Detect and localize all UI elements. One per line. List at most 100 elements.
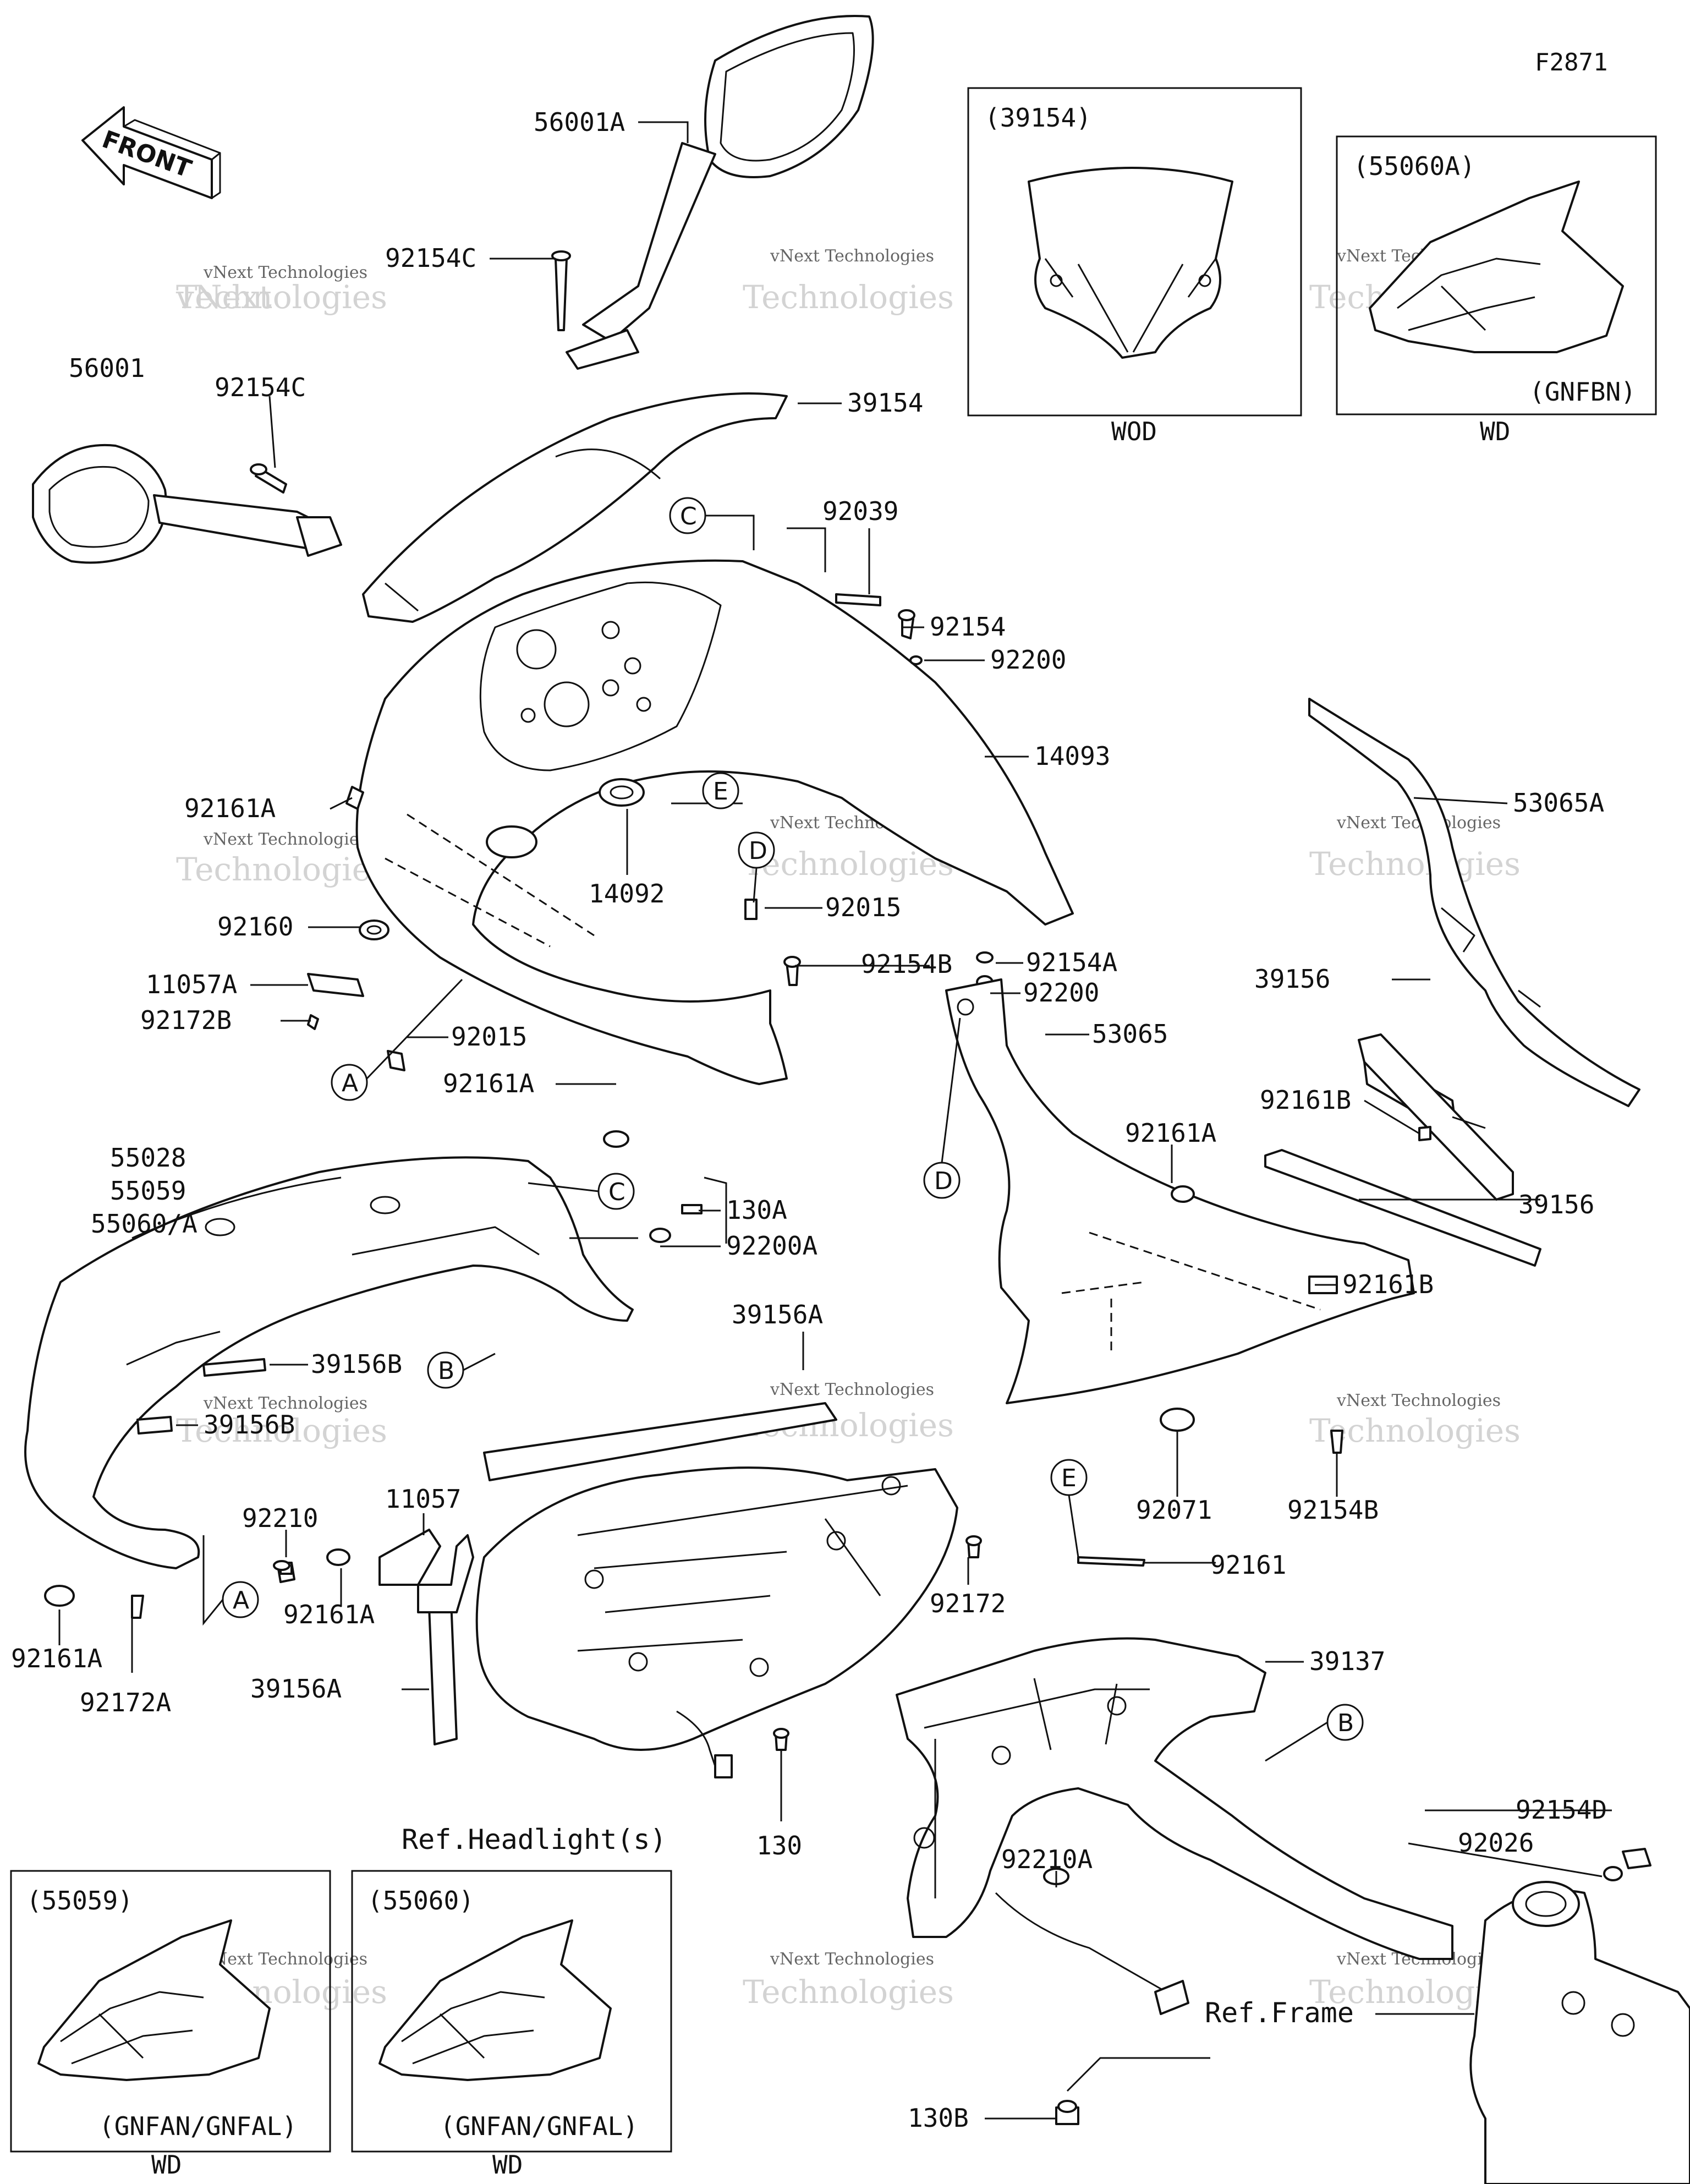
callout-B: B xyxy=(1337,1709,1354,1737)
inset-bottom-label: WOD xyxy=(1111,417,1157,446)
label-11057A: 11057A xyxy=(146,970,237,999)
seal-strips-39156A xyxy=(428,1402,837,1745)
label-130B: 130B xyxy=(908,2103,969,2133)
callout-E: E xyxy=(1061,1464,1077,1492)
label-92154D: 92154D xyxy=(1516,1795,1607,1825)
label-92172A: 92172A xyxy=(80,1688,171,1717)
frame-ref xyxy=(1469,1848,1690,2184)
grommet-14092 xyxy=(486,778,645,858)
leader-lines xyxy=(58,121,1612,2120)
label-92161A: 92161A xyxy=(11,1644,102,1673)
frame-bracket-39137 xyxy=(896,1556,1453,2125)
watermark: Technologies xyxy=(176,1412,387,1449)
label-92210: 92210 xyxy=(242,1503,318,1533)
label-92200: 92200 xyxy=(990,645,1066,675)
grommet-92210 xyxy=(273,1560,293,1575)
label-92161: 92161 xyxy=(1210,1550,1286,1580)
label-92200A: 92200A xyxy=(726,1231,817,1261)
inset-part-label: (55059) xyxy=(26,1886,133,1915)
label-92172: 92172 xyxy=(930,1589,1006,1618)
label-92161B: 92161B xyxy=(1260,1085,1351,1115)
headlight-assembly xyxy=(475,1466,982,1778)
watermark: Technologies xyxy=(743,278,954,316)
label-92200: 92200 xyxy=(1023,978,1099,1008)
label-92210A: 92210A xyxy=(1001,1844,1093,1874)
label-39156B: 39156B xyxy=(311,1349,402,1379)
watermark: vNext Technologies xyxy=(1336,1391,1501,1410)
label-ref-headlight: Ref.Headlight(s) xyxy=(402,1824,667,1855)
windscreen-39154 xyxy=(362,392,788,623)
mirror-right xyxy=(566,15,874,370)
callout-D: D xyxy=(934,1167,953,1195)
inset-55060A: (55060A) (GNFBN) WD xyxy=(1336,135,1657,446)
inset-39154: (39154) WOD xyxy=(967,87,1302,446)
screw-92154C-left xyxy=(250,463,287,494)
callout-C: C xyxy=(608,1178,625,1206)
label-39156A: 39156A xyxy=(250,1674,342,1704)
label-39154: 39154 xyxy=(847,388,923,418)
label-56001A: 56001A xyxy=(534,107,625,137)
inset-region-label: (GNFAN/GNFAL) xyxy=(440,2111,638,2141)
inset-region-label: (GNFBN) xyxy=(1529,377,1636,407)
watermark: vNext Technologies xyxy=(770,1380,934,1399)
inset-part-label: (55060) xyxy=(367,1886,474,1915)
label-11057: 11057 xyxy=(385,1484,461,1514)
label-92154C: 92154C xyxy=(385,243,476,273)
front-arrow-icon: FRONT xyxy=(81,106,221,199)
screw-92154C-top xyxy=(551,250,571,331)
inset-55059: (55059) (GNFAN/GNFAL) WD xyxy=(10,1870,331,2180)
inset-region-label: (GNFAN/GNFAL) xyxy=(99,2111,297,2141)
label-92154A: 92154A xyxy=(1026,948,1117,977)
callouts: C E D A D C B A E B xyxy=(202,497,1364,1762)
inner-cover-53065A xyxy=(1308,698,1640,1107)
label-92161A: 92161A xyxy=(283,1600,375,1629)
watermark: vNext Technologies xyxy=(203,1394,367,1413)
callout-D: D xyxy=(749,837,767,865)
label-56001: 56001 xyxy=(69,353,145,383)
watermark: vNext Technologies xyxy=(770,247,934,266)
label-92154: 92154 xyxy=(930,612,1006,642)
part-labels: 56001A 92154C 56001 92154C 39154 92039 9… xyxy=(11,107,1607,2133)
inset-part-label: (39154) xyxy=(985,103,1091,133)
label-55028: 55028 xyxy=(110,1143,186,1173)
label-39156B: 39156B xyxy=(204,1410,295,1439)
label-92154C: 92154C xyxy=(215,373,306,402)
label-14092: 14092 xyxy=(589,879,665,908)
diagram-code: F2871 xyxy=(1535,48,1607,76)
inner-cover-53065 xyxy=(945,978,1415,1454)
callout-A: A xyxy=(233,1586,249,1614)
inset-bottom-label: WD xyxy=(492,2150,523,2180)
inset-bottom-label: WD xyxy=(1480,417,1510,446)
label-92154B: 92154B xyxy=(861,949,952,979)
inset-bottom-label: WD xyxy=(151,2150,182,2180)
small-parts-left-cowl xyxy=(307,593,994,1148)
label-92015: 92015 xyxy=(451,1022,527,1052)
side-cowl-55028 xyxy=(24,1156,703,1619)
watermark: Technologies xyxy=(743,1973,954,2011)
watermark: vNext Technologies xyxy=(770,1950,934,1969)
label-14093: 14093 xyxy=(1034,741,1110,771)
watermark: Technologies xyxy=(176,278,387,316)
watermark: vNext Technologies xyxy=(203,1950,367,1969)
label-55060A: 55060/A xyxy=(91,1209,197,1239)
label-92161A: 92161A xyxy=(1125,1118,1216,1148)
label-130A: 130A xyxy=(726,1195,787,1225)
watermark: vNext Technologies xyxy=(203,263,367,282)
label-39156A: 39156A xyxy=(732,1300,823,1329)
callout-E: E xyxy=(713,778,728,806)
watermark: Technologies xyxy=(176,851,387,888)
label-92161B: 92161B xyxy=(1342,1269,1434,1299)
label-92161A: 92161A xyxy=(443,1069,534,1098)
label-92154B: 92154B xyxy=(1287,1495,1379,1525)
label-ref-frame: Ref.Frame xyxy=(1205,1997,1354,2029)
callout-B: B xyxy=(438,1357,454,1385)
watermark: vNext Technologies xyxy=(203,830,367,849)
callout-C: C xyxy=(680,502,697,530)
label-92071: 92071 xyxy=(1136,1495,1212,1525)
seal-strips-39156 xyxy=(1264,1033,1541,1267)
label-92026: 92026 xyxy=(1458,1828,1534,1858)
label-55059: 55059 xyxy=(110,1176,186,1206)
watermark: Technologies xyxy=(743,845,954,883)
watermark: Technologies xyxy=(1309,845,1521,883)
callout-A: A xyxy=(342,1069,358,1097)
